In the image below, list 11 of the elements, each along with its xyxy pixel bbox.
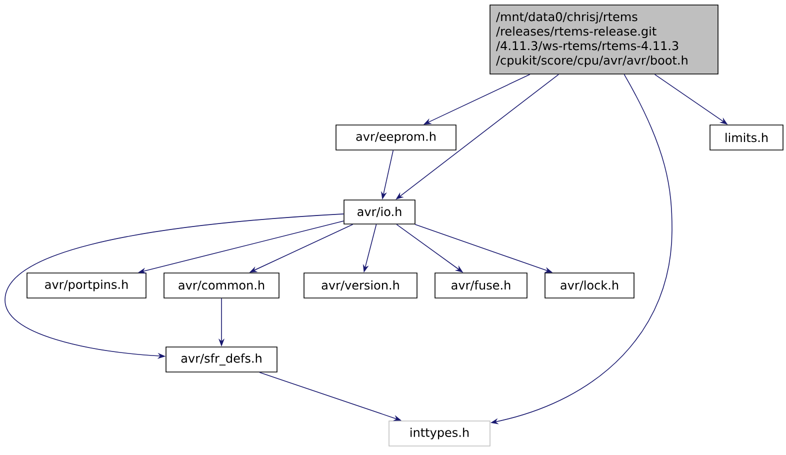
file-box: avr/portpins.h [26,272,146,298]
file-box: avr/io.h [344,200,416,224]
file-box: limits.h [710,124,784,150]
file-box: avr/fuse.h [434,272,528,298]
file-box: avr/lock.h [544,272,634,298]
file-box: avr/eeprom.h [336,124,456,150]
file-box: inttypes.h [388,420,490,446]
file-box: avr/common.h [164,272,280,298]
file-box: avr/version.h [304,272,418,298]
file-box: /mnt/data0/chrisj/rtems /releases/rtems-release.git /4.11.3/ws-rtems/rtems-4.11.3 /cpukit/score/cpu/avr/avr/boot.h [490,4,718,74]
file-box: avr/sfr_defs.h [166,346,278,372]
